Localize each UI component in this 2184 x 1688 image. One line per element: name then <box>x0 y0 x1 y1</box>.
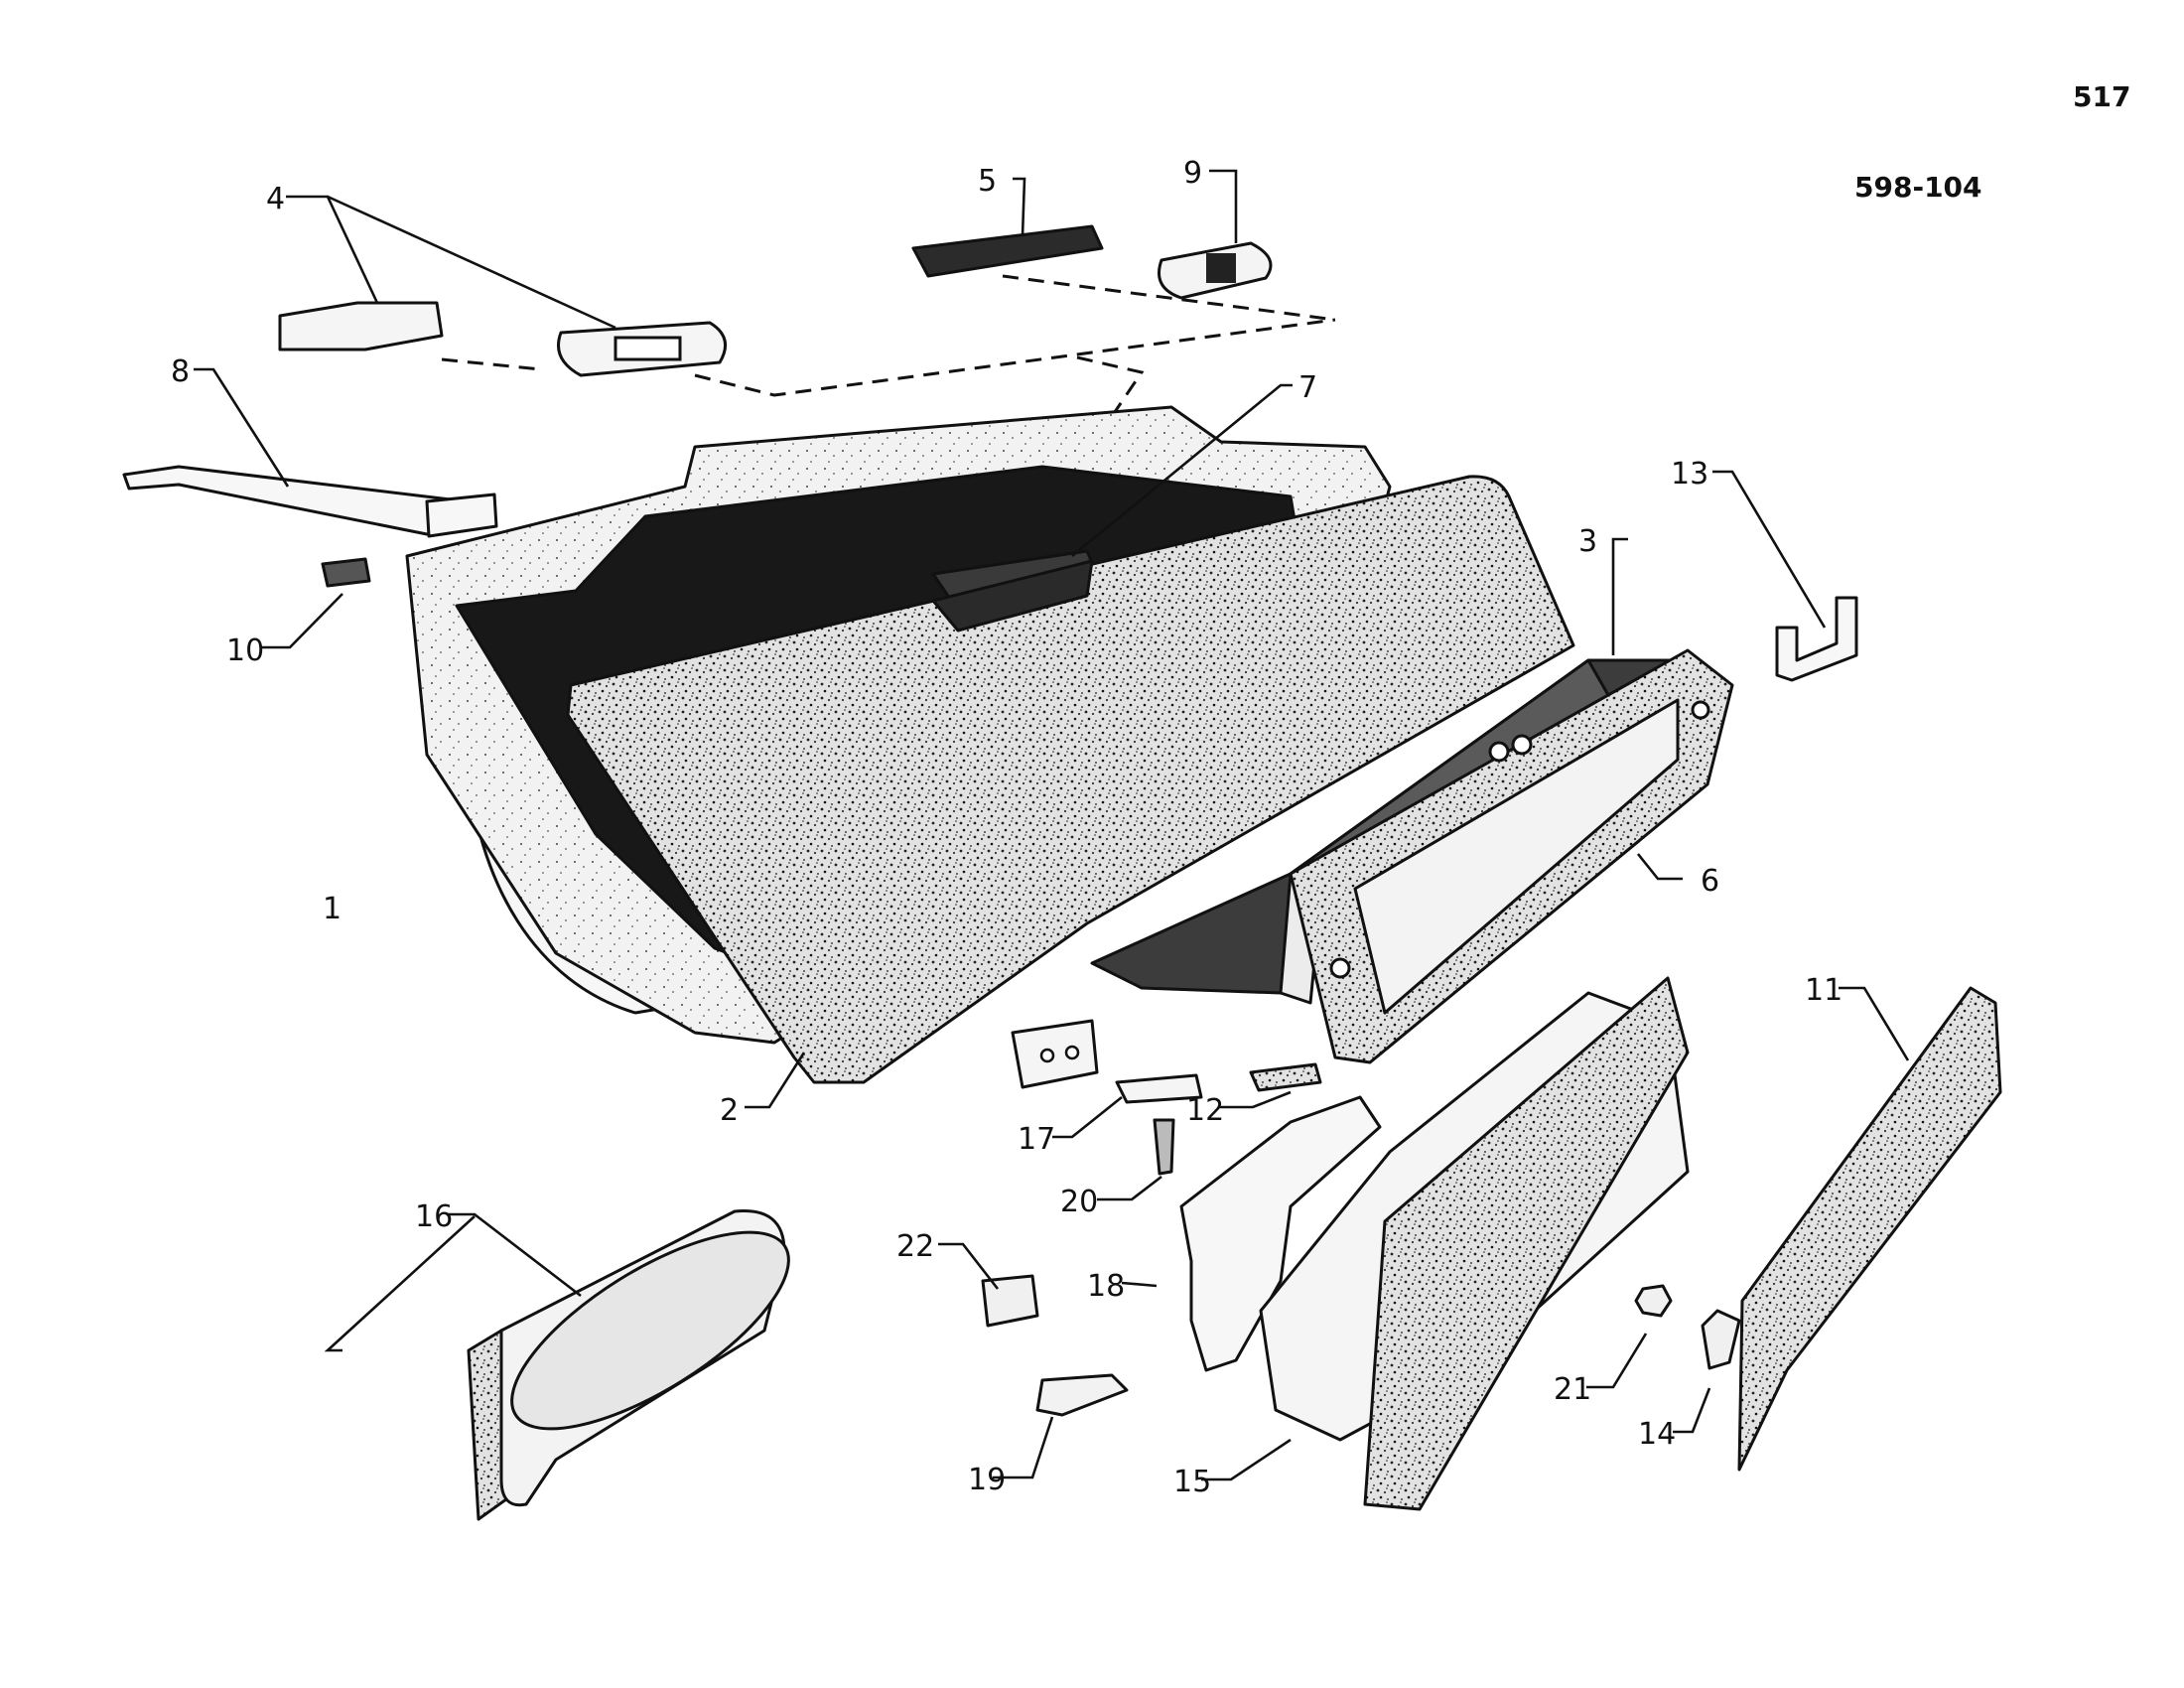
callout-13: 13 <box>1671 457 1708 492</box>
part-13-clip <box>1775 596 1858 682</box>
callout-9: 9 <box>1183 156 1202 191</box>
part-21-nut <box>1634 1284 1673 1318</box>
part-19-stop <box>1035 1373 1129 1417</box>
callout-3: 3 <box>1578 524 1597 559</box>
part-20-bolt <box>1153 1118 1175 1176</box>
part-16-ash-tray <box>467 1209 790 1521</box>
part-12-pad <box>1249 1062 1322 1092</box>
callout-22: 22 <box>896 1229 934 1264</box>
callout-4: 4 <box>266 182 285 216</box>
callout-7: 7 <box>1298 370 1317 405</box>
part-10-screw <box>321 557 371 588</box>
callout-20: 20 <box>1060 1185 1098 1219</box>
callout-labels: 1 2 3 4 5 6 7 8 9 10 11 12 13 14 15 16 1… <box>171 156 1843 1499</box>
part-4-catch <box>278 301 728 377</box>
callout-15: 15 <box>1173 1465 1211 1499</box>
callout-8: 8 <box>171 354 190 389</box>
part-17-hinge-bracket <box>1011 1019 1203 1104</box>
part-14-hook <box>1701 1309 1741 1370</box>
drawing-code: 598-104 <box>1854 171 1982 204</box>
callout-14: 14 <box>1638 1417 1676 1452</box>
page-number: 517 <box>2073 80 2130 113</box>
part-8-support-strap <box>122 465 498 538</box>
part-5-strike-plate <box>911 224 1104 278</box>
callout-10: 10 <box>226 633 264 668</box>
part-22-spring-clip <box>981 1274 1039 1328</box>
part-6-front-frame <box>1289 648 1734 1064</box>
leader-lines <box>194 169 1910 1481</box>
callout-12: 12 <box>1186 1093 1224 1128</box>
callout-21: 21 <box>1554 1372 1591 1407</box>
callout-6: 6 <box>1701 864 1719 899</box>
callout-5: 5 <box>978 164 997 199</box>
part-11-lid-trim <box>1737 986 2002 1472</box>
callout-18: 18 <box>1087 1269 1125 1304</box>
callout-16: 16 <box>415 1199 453 1234</box>
part-2-lid <box>566 475 1575 1084</box>
callout-1: 1 <box>323 892 341 926</box>
callout-2: 2 <box>720 1093 739 1128</box>
callout-11: 11 <box>1805 973 1843 1008</box>
callout-19: 19 <box>968 1463 1006 1497</box>
callout-17: 17 <box>1018 1122 1055 1157</box>
part-15-inner-box <box>1259 976 1690 1511</box>
part-18-hinge-arm <box>1179 1095 1382 1372</box>
part-9-lock-plate <box>1158 241 1273 300</box>
